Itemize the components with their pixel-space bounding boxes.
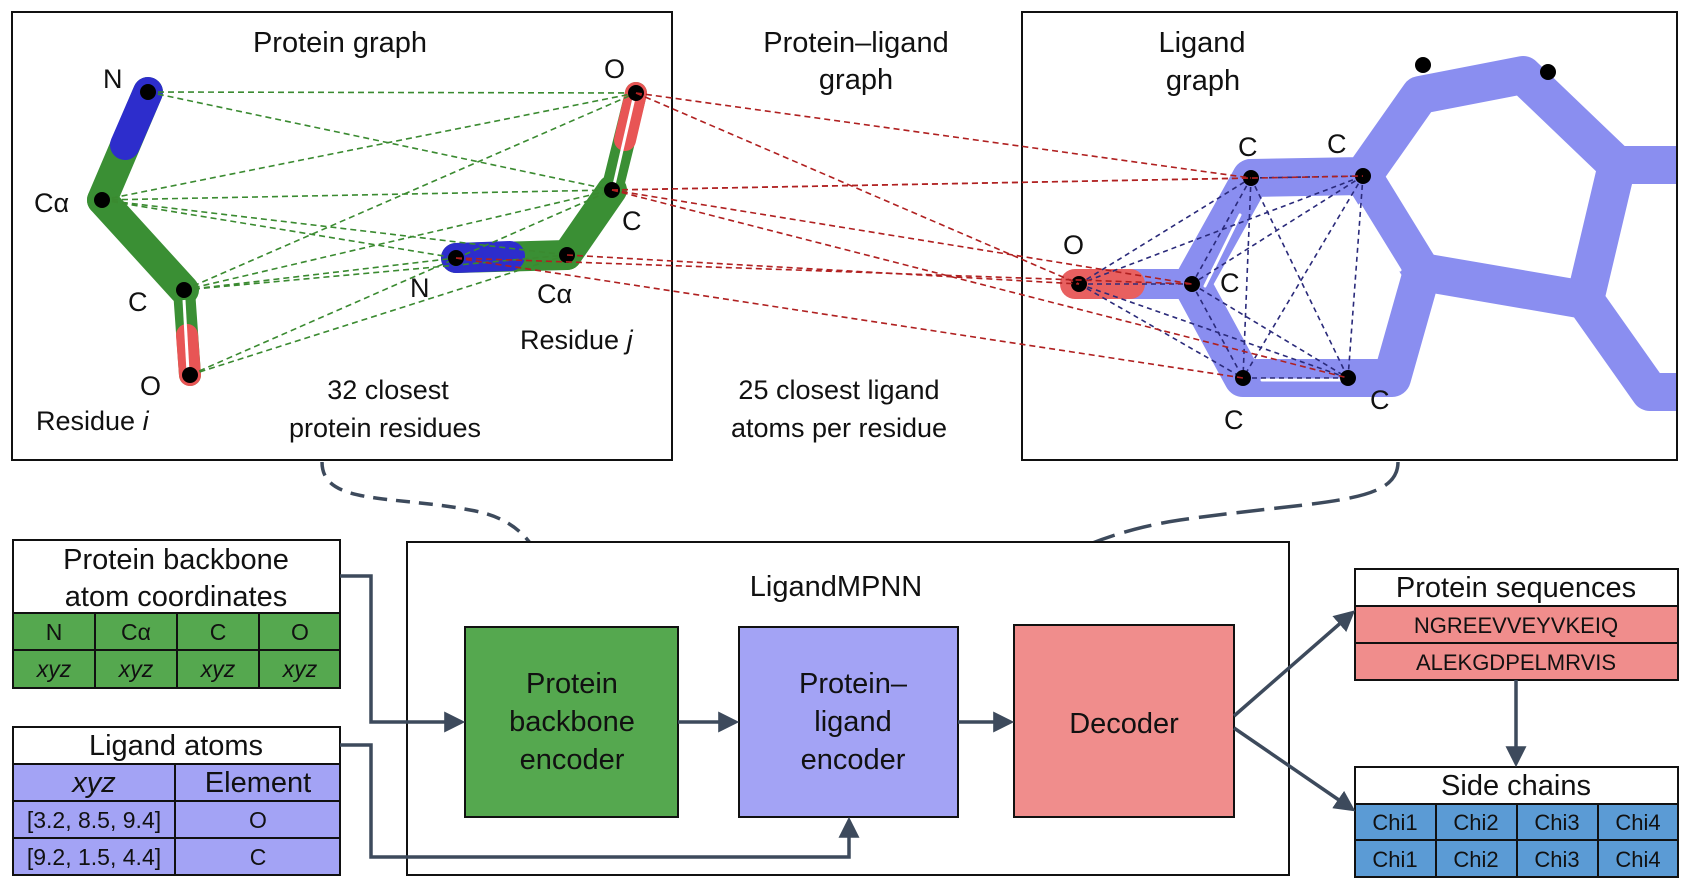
- chi-r2-c2: Chi2: [1453, 847, 1498, 872]
- backbone-value-c: xyz: [200, 656, 236, 682]
- protein-ligand-edges: [455, 92, 1364, 379]
- ligand-atoms-to-encoder-arrow: [340, 743, 860, 859]
- sequence-1: NGREEVVEYVKEIQ: [1414, 613, 1618, 638]
- ligand-input-title: Ligand atoms: [89, 730, 263, 762]
- protein-ligand-title-line1: Protein–ligand: [763, 27, 948, 59]
- svg-text:encoder: encoder: [801, 744, 906, 776]
- residue-j-label: Residue j: [520, 325, 634, 355]
- chi-r1-c3: Chi3: [1534, 810, 1579, 835]
- protein-graph-title: Protein graph: [253, 27, 427, 59]
- model-name: LigandMPNN: [750, 571, 922, 603]
- decoder-to-side-chains-arrow: [1233, 726, 1356, 812]
- protein-ligand-caption-line2: atoms per residue: [731, 413, 947, 443]
- svg-text:Protein–: Protein–: [799, 668, 908, 700]
- ligand-graph-title-line1: Ligand: [1158, 27, 1245, 59]
- backbone-value-n: xyz: [36, 656, 72, 682]
- backbone-input-title-line2: atom coordinates: [65, 581, 287, 613]
- residue-j-backbone: [441, 82, 647, 273]
- ligand-c3-label: C: [1220, 268, 1240, 298]
- decoder-to-sequences-arrow: [1232, 610, 1356, 718]
- chi-r2-c1: Chi1: [1372, 847, 1417, 872]
- sequence-2: ALEKGDPELMRVIS: [1416, 650, 1616, 675]
- svg-text:Protein: Protein: [526, 668, 618, 700]
- ligand-edges: [1078, 175, 1364, 379]
- svg-text:backbone: backbone: [509, 706, 635, 738]
- ligand-graph-feed-arrow: [959, 461, 1400, 634]
- ligand-c1-label: C: [1238, 132, 1258, 162]
- protein-graph-panel: Protein graph: [11, 11, 673, 461]
- residue-i-backbone: [87, 77, 201, 386]
- residue-j-o-label: O: [604, 54, 625, 84]
- backbone-header-ca: Cα: [121, 619, 151, 645]
- ligand-graph-panel: Ligand graph O C C C C C: [1021, 11, 1678, 461]
- residue-i-label: Residue i: [36, 406, 150, 436]
- sequences-output: Protein sequences NGREEVVEYVKEIQ ALEKGDP…: [1354, 568, 1679, 681]
- protein-edges: [101, 91, 637, 376]
- flow-arrows: [340, 574, 1527, 859]
- protein-ligand-graph: Protein–ligand graph 25 closest ligand a…: [731, 27, 949, 443]
- chi-r1-c2: Chi2: [1453, 810, 1498, 835]
- ligand-graph-title-line2: graph: [1166, 65, 1240, 97]
- ligand-row1-xyz: [3.2, 8.5, 9.4]: [27, 807, 161, 833]
- protein-ligand-title-line2: graph: [819, 64, 893, 96]
- backbone-value-o: xyz: [282, 656, 318, 682]
- ligand-header-element: Element: [205, 767, 311, 799]
- residue-i-c-label: C: [128, 287, 148, 317]
- residue-j-n-label: N: [410, 273, 430, 303]
- ligand-input-table: Ligand atoms xyz Element [3.2, 8.5, 9.4]…: [12, 726, 341, 876]
- backbone-input-table: Protein backbone atom coordinates N Cα C…: [12, 539, 341, 689]
- svg-text:Decoder: Decoder: [1069, 708, 1179, 740]
- backbone-input-title-line1: Protein backbone: [63, 544, 289, 576]
- side-chains-output: Side chains Chi1 Chi2 Chi3 Chi4 Chi1 Chi…: [1354, 766, 1679, 878]
- residue-j-ca-label: Cα: [537, 279, 572, 309]
- chi-r1-c1: Chi1: [1372, 810, 1417, 835]
- protein-graph-caption-line2: protein residues: [289, 413, 481, 443]
- ligand-o-label: O: [1063, 230, 1084, 260]
- residue-i-o-label: O: [140, 371, 161, 401]
- svg-text:ligand: ligand: [814, 706, 891, 738]
- chi-r2-c3: Chi3: [1534, 847, 1579, 872]
- protein-ligand-caption-line1: 25 closest ligand: [738, 375, 939, 405]
- backbone-to-encoder-arrow: [340, 574, 466, 733]
- ligand-row1-element: O: [249, 807, 267, 833]
- decoder-block: Decoder: [1013, 624, 1235, 818]
- backbone-encoder-block: Protein backbone encoder: [464, 626, 679, 818]
- ligand-header-xyz: xyz: [70, 767, 116, 799]
- ligand-c4-label: C: [1224, 405, 1244, 435]
- backbone-value-ca: xyz: [118, 656, 154, 682]
- chi-r2-c4: Chi4: [1615, 847, 1660, 872]
- backbone-header-n: N: [46, 619, 63, 645]
- ligand-row2-xyz: [9.2, 1.5, 4.4]: [27, 844, 161, 870]
- side-chains-title: Side chains: [1441, 770, 1591, 802]
- residue-i-n-label: N: [103, 64, 123, 94]
- svg-text:encoder: encoder: [520, 744, 625, 776]
- residue-i-ca-label: Cα: [34, 188, 69, 218]
- backbone-header-o: O: [291, 619, 309, 645]
- ligand-c5-label: C: [1370, 385, 1390, 415]
- sequences-title: Protein sequences: [1396, 572, 1636, 604]
- ligand-encoder-block: Protein– ligand encoder: [738, 626, 959, 818]
- ligand-c2-label: C: [1327, 129, 1347, 159]
- residue-j-c-label: C: [622, 206, 642, 236]
- chi-r1-c4: Chi4: [1615, 810, 1660, 835]
- protein-graph-caption-line1: 32 closest: [327, 375, 449, 405]
- ligand-row2-element: C: [250, 844, 267, 870]
- backbone-header-c: C: [210, 619, 227, 645]
